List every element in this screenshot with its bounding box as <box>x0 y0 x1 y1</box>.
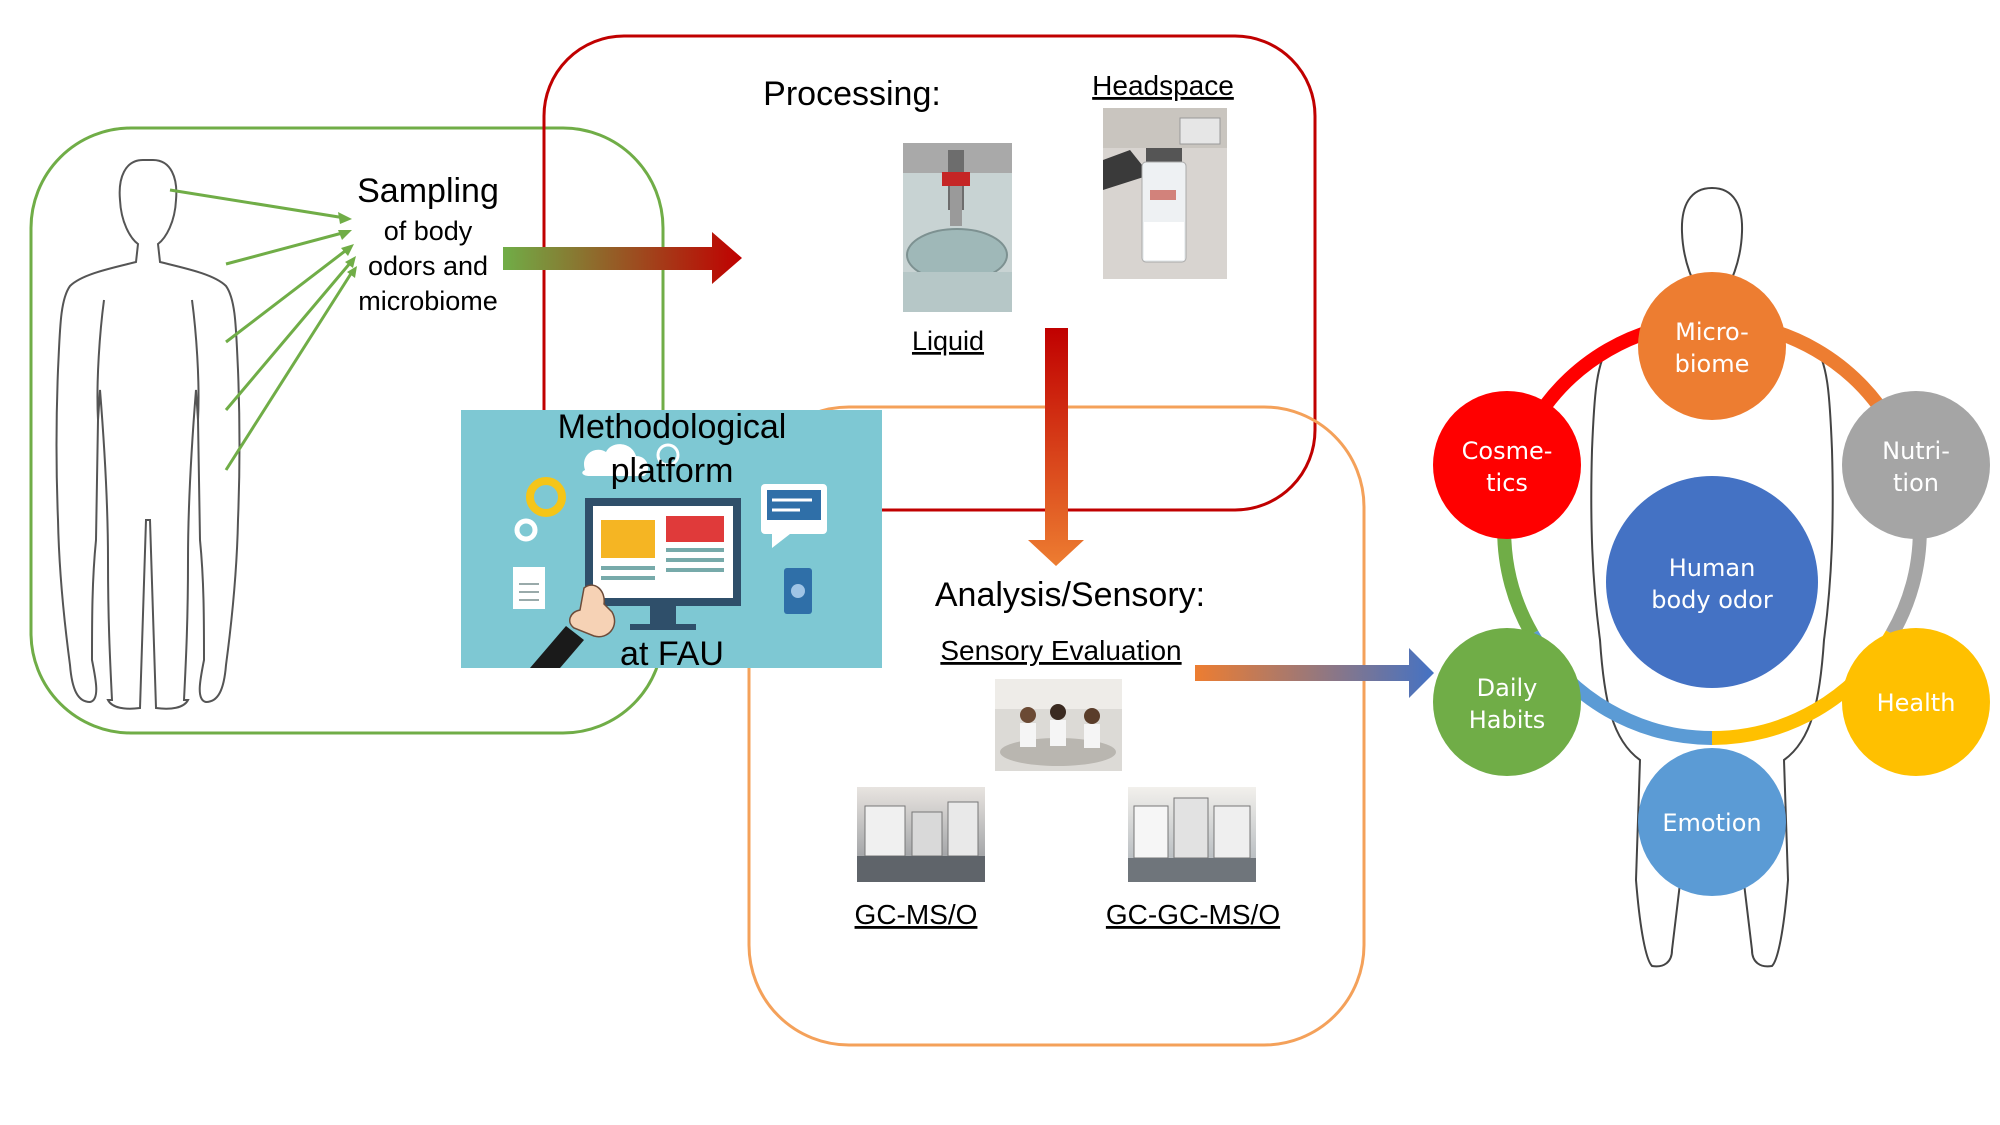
factor-daily-habits-line1: Daily <box>1477 674 1538 702</box>
analysis-title: Analysis/Sensory: <box>935 576 1205 614</box>
platform-line3: at FAU <box>620 635 724 673</box>
sensory-evaluation-photo <box>995 679 1122 771</box>
factor-microbiome-line2: biome <box>1675 350 1750 378</box>
factor-health-circle <box>1842 628 1990 776</box>
gc-gc-ms-o-label: GC-GC-MS/O <box>1106 899 1280 930</box>
human-body-outline <box>55 159 241 710</box>
sampling-line1: of body <box>384 216 473 246</box>
sampling-title: Sampling <box>357 172 499 210</box>
factor-emotion-label: Emotion <box>1662 809 1761 837</box>
sampling-pointer-arrowheads <box>338 212 357 278</box>
factor-microbiome-circle <box>1638 272 1786 420</box>
human-body-odor-center-circle <box>1606 476 1818 688</box>
liquid-label: Liquid <box>912 326 984 356</box>
arrow-sampling-to-processing <box>503 232 742 284</box>
human-body-odor-line2: body odor <box>1651 586 1773 614</box>
factor-nutrition-line1: Nutri- <box>1882 437 1950 465</box>
arrow-processing-to-analysis <box>1028 328 1084 566</box>
platform-line2: platform <box>611 452 734 490</box>
factor-daily-habits-circle <box>1433 628 1581 776</box>
factor-nutrition-circle <box>1842 391 1990 539</box>
factor-cosmetics-line2: tics <box>1486 469 1528 497</box>
factor-cosmetics-circle <box>1433 391 1581 539</box>
liquid-photo <box>903 143 1012 312</box>
human-body-odor-line1: Human <box>1669 554 1756 582</box>
factor-daily-habits-line2: Habits <box>1469 706 1546 734</box>
methodological-platform-panel <box>461 410 882 668</box>
sampling-pointer-lines <box>169 188 354 471</box>
sampling-line3: microbiome <box>358 286 498 316</box>
sampling-line2: odors and <box>368 251 488 281</box>
processing-title: Processing: <box>763 75 941 113</box>
platform-line1: Methodological <box>558 408 787 446</box>
gc-ms-o-photo <box>857 787 985 882</box>
gc-ms-o-label: GC-MS/O <box>855 899 978 930</box>
processing-box <box>542 34 1317 512</box>
factor-nutrition-line2: tion <box>1893 469 1939 497</box>
headspace-photo <box>1103 108 1227 279</box>
factor-health-label: Health <box>1877 689 1956 717</box>
gc-gc-ms-o-photo <box>1128 787 1256 882</box>
arrow-analysis-to-factors <box>1195 648 1434 698</box>
headspace-label: Headspace <box>1092 70 1234 101</box>
factor-microbiome-line1: Micro- <box>1675 318 1749 346</box>
factor-emotion-circle <box>1638 748 1786 896</box>
sensory-evaluation-label: Sensory Evaluation <box>940 635 1181 666</box>
factor-cosmetics-line1: Cosme- <box>1462 437 1553 465</box>
